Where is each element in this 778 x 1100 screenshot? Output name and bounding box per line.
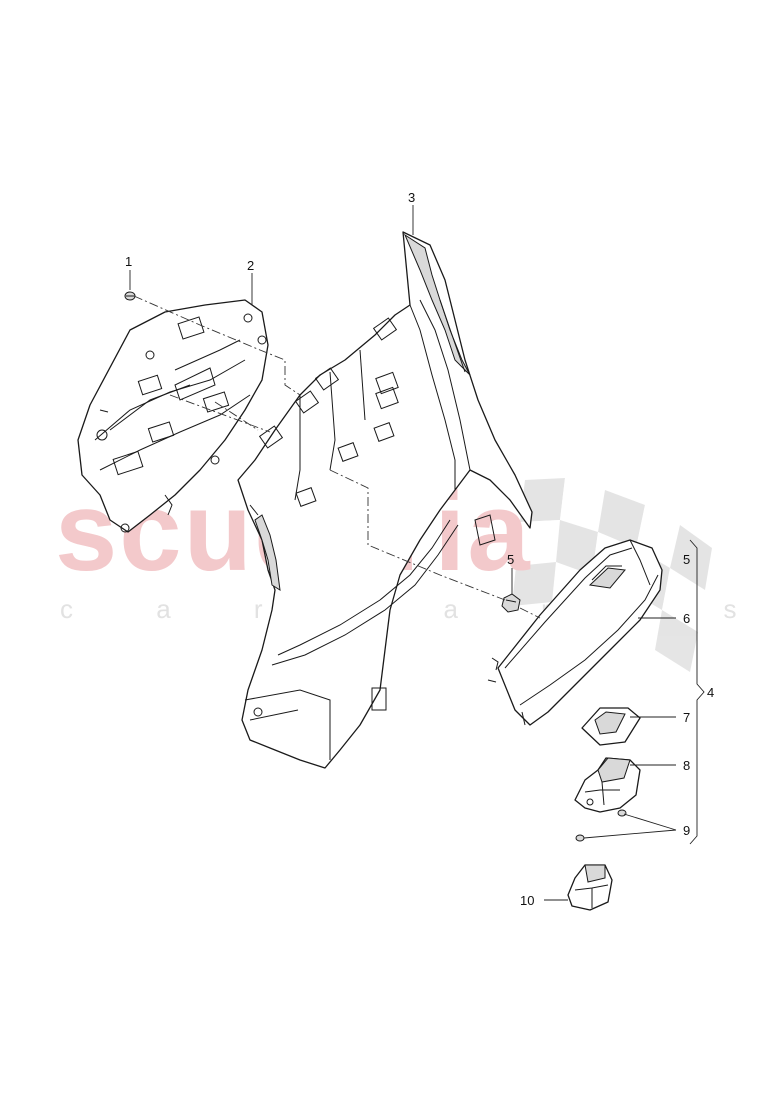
leader-lines <box>129 205 705 901</box>
part-7-cover <box>581 707 641 746</box>
part-8-switch <box>574 757 641 813</box>
callout-9: 9 <box>683 823 690 838</box>
callout-8: 8 <box>683 758 690 773</box>
part-9-screws <box>575 809 627 842</box>
assembly-lines <box>133 295 541 619</box>
part-1-screw <box>124 291 136 301</box>
part-10-switch <box>567 864 613 911</box>
callout-10: 10 <box>520 893 534 908</box>
callout-1: 1 <box>125 254 132 269</box>
part-3-trim-panel <box>237 231 533 769</box>
callout-3: 3 <box>408 190 415 205</box>
callout-5-group: 5 <box>683 552 690 567</box>
callout-2: 2 <box>247 258 254 273</box>
callout-4: 4 <box>707 685 714 700</box>
callouts: 1 2 3 5 5 6 4 7 8 9 10 <box>125 190 714 908</box>
callout-6: 6 <box>683 611 690 626</box>
part-2-bracket <box>77 299 269 533</box>
callout-5-clip: 5 <box>507 552 514 567</box>
part-6-switch-panel <box>487 539 663 726</box>
watermark-tagline: c a r p a r t s <box>60 594 775 624</box>
callout-7: 7 <box>683 710 690 725</box>
